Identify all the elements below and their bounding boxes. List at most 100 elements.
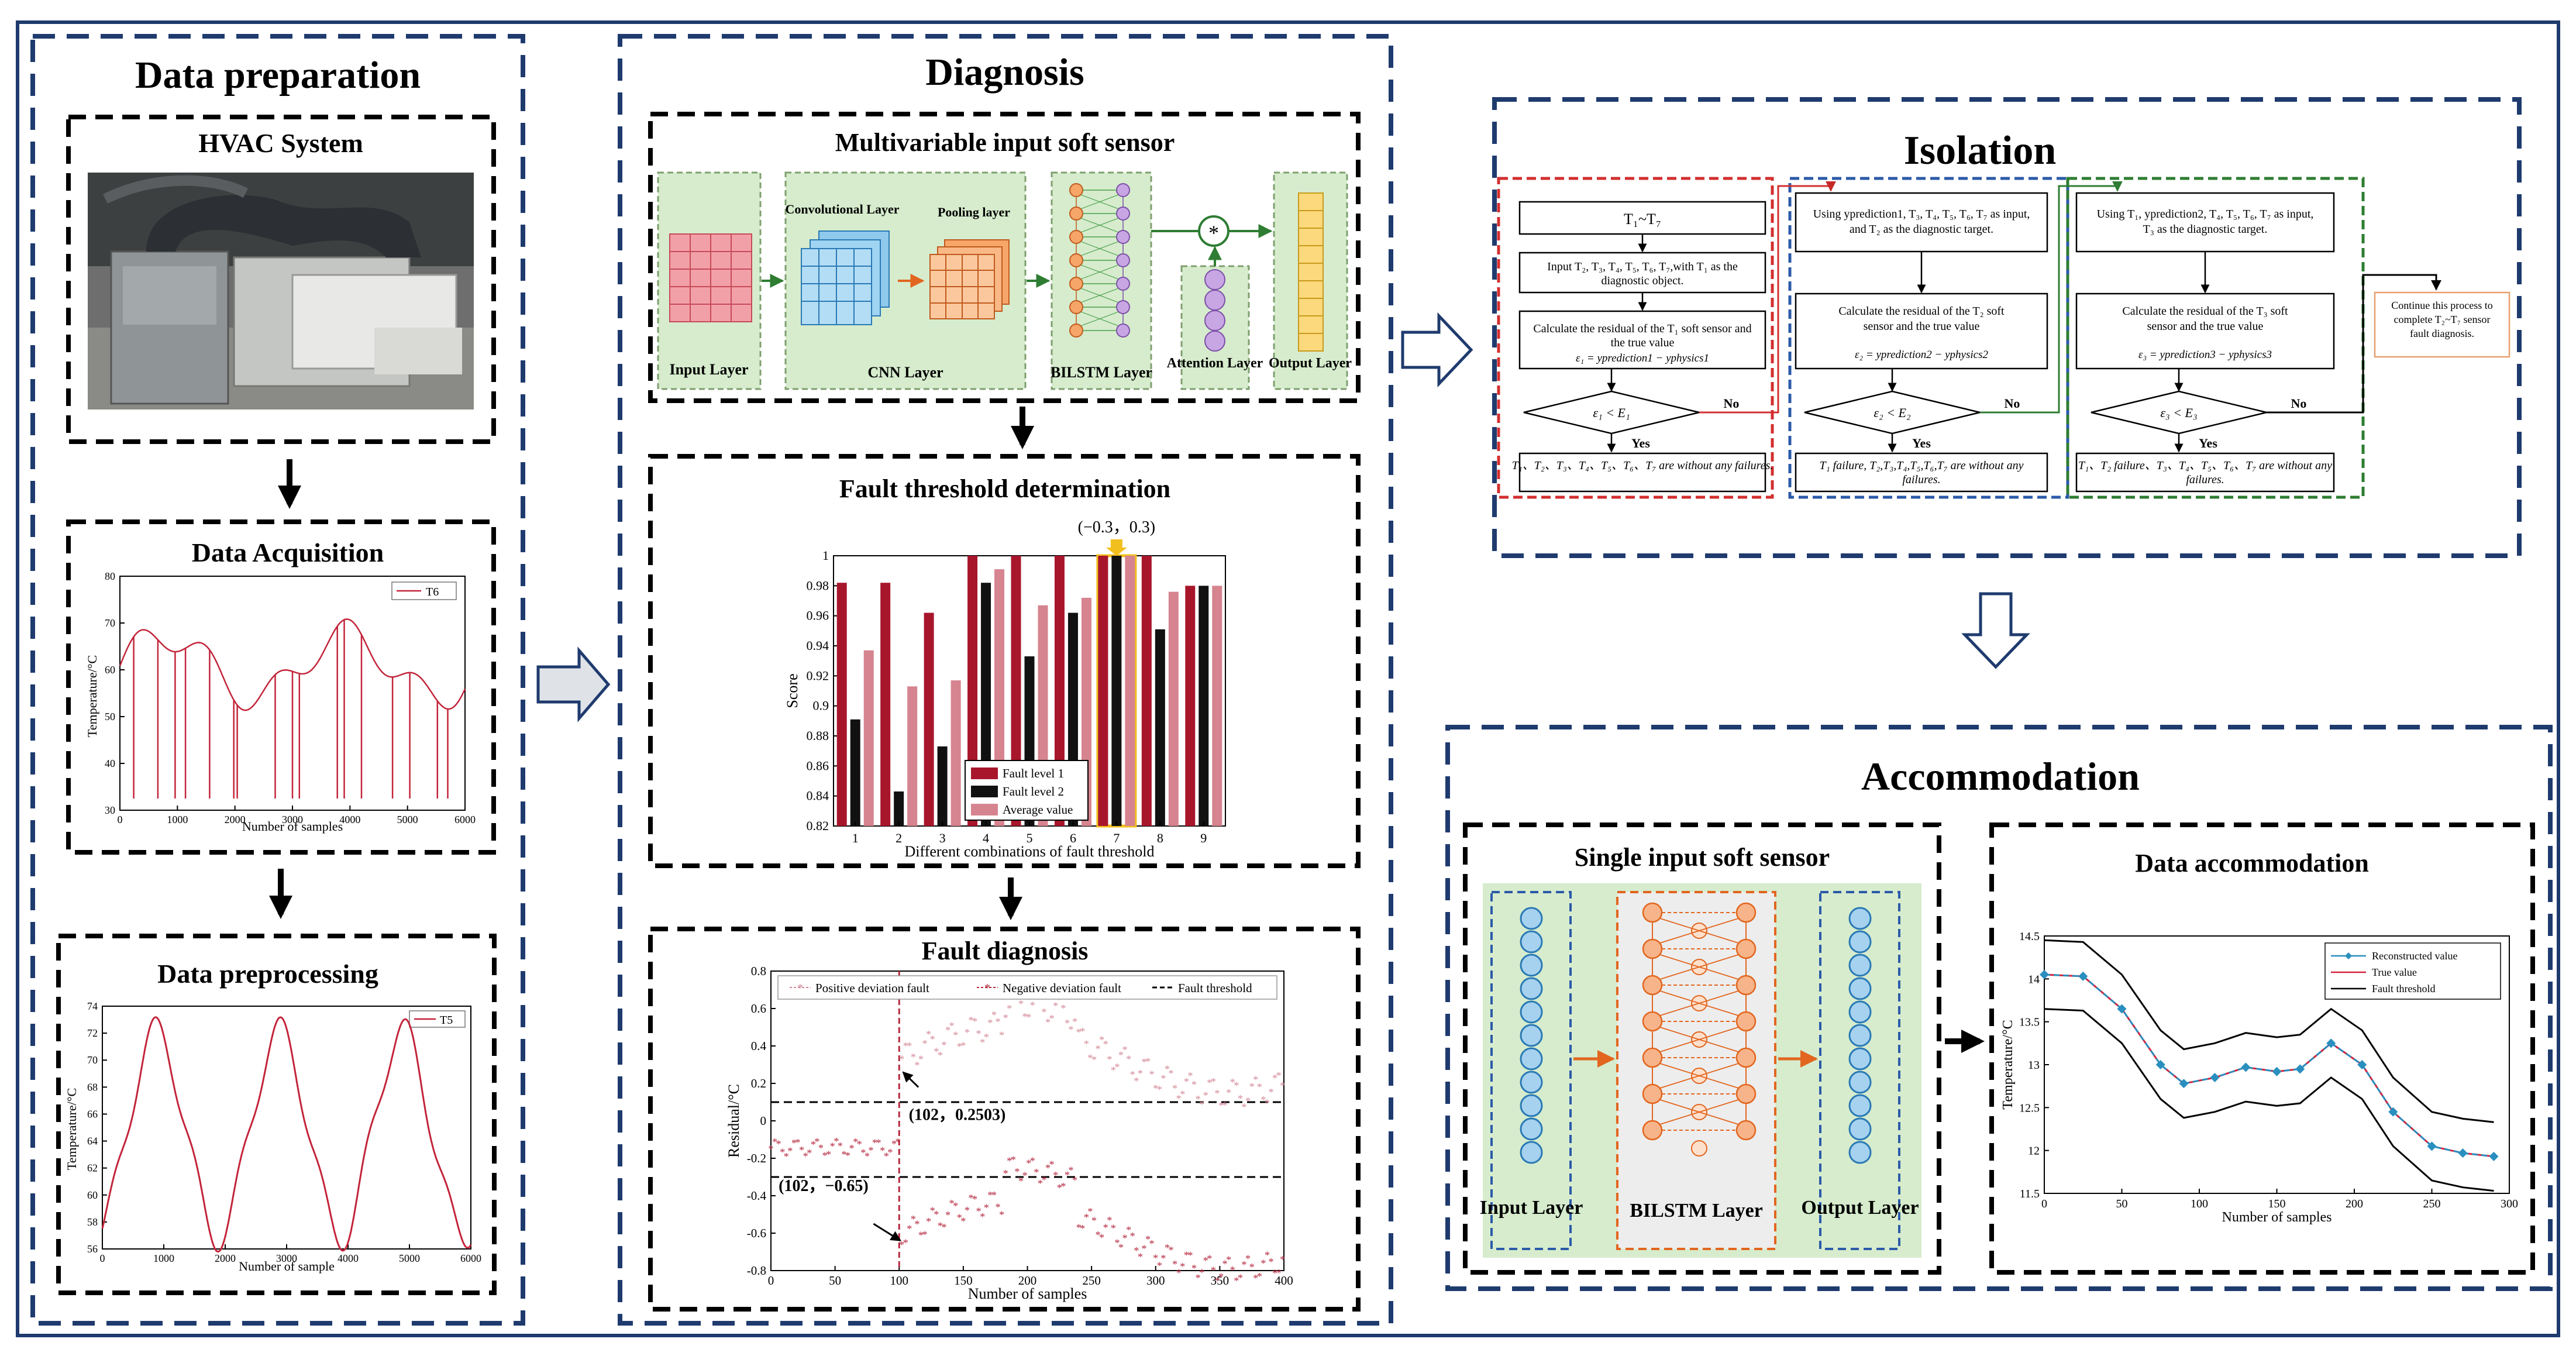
da-ytick: 14 xyxy=(2028,973,2040,986)
fd-point-positive: * xyxy=(872,1137,877,1148)
da-ytick: 11.5 xyxy=(2020,1188,2040,1200)
fd-point-positive: * xyxy=(1245,1095,1251,1107)
fd-point-positive: * xyxy=(1214,1087,1220,1099)
fd-point-negative: * xyxy=(969,1192,974,1204)
iso-result-text: T₁、T₂、T₃、T₄、T₅、T₆、T₇ are without any fai… xyxy=(1512,459,1773,472)
data-preparation-section: Data preparation HVAC System Data Acquis… xyxy=(30,34,525,1326)
bar xyxy=(1098,556,1108,826)
da-ytick: 13 xyxy=(2028,1059,2040,1072)
fd-point-positive: * xyxy=(1049,1013,1055,1024)
fd-point-positive: * xyxy=(1069,1024,1074,1035)
fd-point-positive: * xyxy=(1187,1070,1193,1082)
pre-xtick: 4000 xyxy=(338,1252,359,1264)
fd-point-positive: * xyxy=(922,1038,928,1049)
single-output-nodes xyxy=(1848,907,1872,1164)
bilstm-node-left xyxy=(1642,1120,1663,1141)
fd-point-negative: * xyxy=(1245,1252,1251,1264)
fd-point-positive: * xyxy=(1138,1068,1143,1079)
fd-legend-marker: * xyxy=(984,982,990,994)
fd-point-positive: * xyxy=(814,1136,819,1148)
acq-xtick: 3000 xyxy=(282,814,303,825)
da-legend-label: Fault threshold xyxy=(2372,983,2436,994)
da-point xyxy=(2388,1107,2398,1117)
pool-layer-label: Pooling layer xyxy=(938,205,1010,219)
bilstm-node-right xyxy=(1735,938,1757,959)
fd-point-positive: * xyxy=(999,1030,1004,1041)
pre-ytick: 58 xyxy=(87,1216,98,1228)
fd-point-positive: * xyxy=(1076,1027,1082,1038)
fd-point-positive: * xyxy=(1087,1052,1093,1064)
fd-point-negative: * xyxy=(1118,1241,1124,1253)
pre-ytick: 62 xyxy=(87,1162,98,1174)
fd-point-positive: * xyxy=(857,1138,862,1150)
pre-ytick: 64 xyxy=(87,1135,98,1147)
bilstm-node-left xyxy=(1642,975,1663,996)
acquisition-title: Data Acquisition xyxy=(192,538,384,567)
fd-point-positive: * xyxy=(957,1041,962,1052)
pre-ytick: 70 xyxy=(87,1054,98,1066)
fd-point-positive: * xyxy=(1003,1012,1008,1024)
da-series-line xyxy=(2044,939,2494,1123)
da-point xyxy=(2458,1148,2468,1158)
bar-ytick: 0.9 xyxy=(813,698,829,713)
pre-xtick: 5000 xyxy=(399,1252,420,1264)
fd-point-positive: * xyxy=(1207,1077,1212,1089)
da-legend xyxy=(2324,942,2501,1000)
bar xyxy=(907,686,918,826)
da-point xyxy=(2210,1073,2220,1082)
iso-yes-label: Yes xyxy=(2199,436,2217,450)
fd-point-negative: * xyxy=(926,1216,931,1227)
fd-point-positive: * xyxy=(1107,1054,1112,1065)
pre-xtick: 3000 xyxy=(276,1252,297,1264)
fd-point-negative: * xyxy=(1011,1154,1016,1166)
fd-point-negative: * xyxy=(938,1220,943,1231)
fd-point-positive: * xyxy=(1165,1064,1170,1075)
da-xtick: 150 xyxy=(2268,1197,2286,1210)
acq-series-line xyxy=(119,618,466,799)
fd-point-negative: * xyxy=(1165,1242,1170,1254)
fd-point-negative: * xyxy=(1142,1243,1147,1254)
fd-point-positive: * xyxy=(896,1136,901,1148)
input-matrix xyxy=(669,233,752,322)
bilstm-backward-node xyxy=(1116,277,1130,291)
bar-ylabel: Score xyxy=(784,673,801,708)
output-node xyxy=(1848,930,1872,954)
fd-point-negative: * xyxy=(1169,1244,1174,1256)
da-ytick: 13.5 xyxy=(2019,1016,2040,1029)
iso-result-box xyxy=(1518,452,1766,493)
fd-point-positive: * xyxy=(1134,1075,1139,1087)
single-bilstm-network xyxy=(1642,902,1757,1157)
pool-cubes xyxy=(929,239,1010,319)
bar xyxy=(894,791,904,826)
fd-point-negative: * xyxy=(984,1202,989,1213)
fd-point-negative: * xyxy=(1153,1252,1158,1264)
input-node xyxy=(1520,977,1543,1000)
fd-point-positive: * xyxy=(1199,1099,1204,1110)
pre-ytick: 66 xyxy=(87,1108,98,1120)
input-node xyxy=(1520,907,1543,930)
bar xyxy=(1199,586,1209,826)
pre-xtick: 2000 xyxy=(215,1252,236,1264)
fault-diagnosis-title: Fault diagnosis xyxy=(922,937,1089,965)
bilstm-forward-node xyxy=(1069,277,1083,291)
fd-point-positive: * xyxy=(1103,1038,1108,1050)
fd-point-negative: * xyxy=(914,1219,919,1230)
fd-ytick: -0.4 xyxy=(747,1189,767,1203)
iso-formula: ε₂ = yprediction2 − yphysics2 xyxy=(1855,349,1988,361)
fd-xtick: 350 xyxy=(1211,1274,1230,1288)
bar-legend-swatch xyxy=(971,804,998,815)
hvac-title: HVAC System xyxy=(198,128,363,158)
fd-point-positive: * xyxy=(1172,1082,1177,1094)
hvac-photo xyxy=(88,173,474,409)
fd-xtick: 200 xyxy=(1018,1274,1037,1288)
single-bilstm-label: BILSTM Layer xyxy=(1630,1200,1763,1221)
fd-point-negative: * xyxy=(1096,1229,1101,1241)
output-node xyxy=(1848,1000,1872,1024)
fd-xtick: 400 xyxy=(1275,1274,1293,1288)
bar xyxy=(1168,591,1179,826)
fd-point-positive: * xyxy=(899,1054,904,1065)
single-output-label: Output Layer xyxy=(1801,1197,1919,1219)
fd-point-negative: * xyxy=(1084,1212,1089,1223)
